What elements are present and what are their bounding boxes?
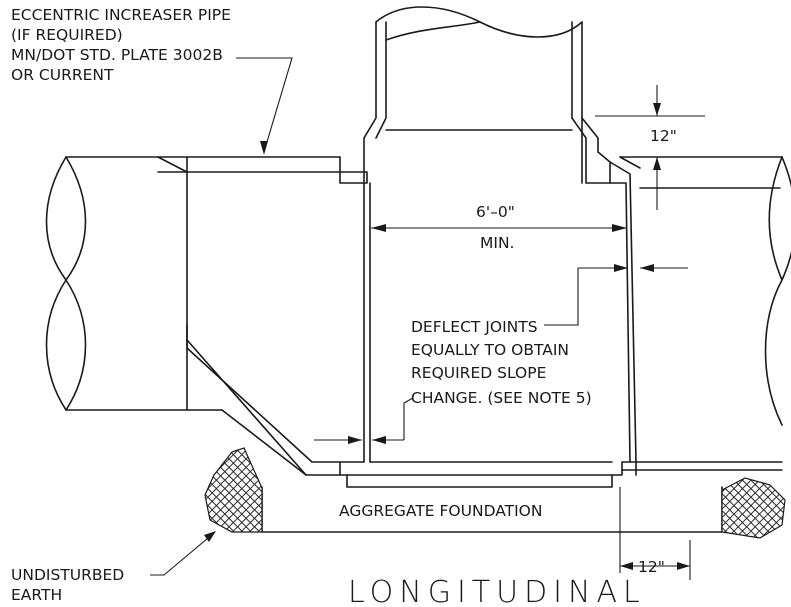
- deflect-label-line2: EQUALLY TO OBTAIN: [411, 341, 569, 359]
- joint-arrows-left: [314, 397, 414, 444]
- increaser-label-line1: ECCENTRIC INCREASER PIPE: [11, 6, 231, 24]
- deflect-label-line3: REQUIRED SLOPE: [411, 364, 546, 382]
- dim-6ft: [371, 224, 627, 232]
- increaser-label-line4: OR CURRENT: [11, 66, 114, 84]
- earth-leader: [150, 531, 216, 576]
- section-title: LONGITUDINAL: [348, 575, 646, 607]
- increaser-body: [186, 156, 623, 488]
- dim-6ft-label: 6'–0": [476, 203, 515, 221]
- riser-pipe: [363, 6, 637, 463]
- earth-hatch-right: [721, 477, 786, 539]
- increaser-label-line2: (IF REQUIRED): [11, 26, 123, 44]
- deflect-label-line4: CHANGE. (SEE NOTE 5): [411, 389, 592, 407]
- dim-min-label: MIN.: [480, 234, 514, 252]
- deflect-label-line1: DEFLECT JOINTS: [411, 318, 538, 336]
- increaser-label-line3: MN/DOT STD. PLATE 3002B: [11, 46, 223, 64]
- dim-12-top-label: 12": [650, 127, 677, 145]
- earth-label-line2: EARTH: [11, 586, 62, 604]
- aggregate-label: AGGREGATE FOUNDATION: [339, 502, 542, 520]
- dim-12-bottom: [620, 562, 690, 570]
- right-pipe: [619, 156, 791, 476]
- earth-hatch-left: [204, 447, 263, 533]
- joint-arrows-right: [544, 264, 688, 326]
- earth-label-line1: UNDISTURBED: [11, 566, 124, 584]
- dim-12-top: [595, 85, 705, 210]
- dim-12-bottom-label: 12": [638, 558, 665, 576]
- left-pipe: [45, 156, 341, 411]
- increaser-leader: [236, 57, 293, 155]
